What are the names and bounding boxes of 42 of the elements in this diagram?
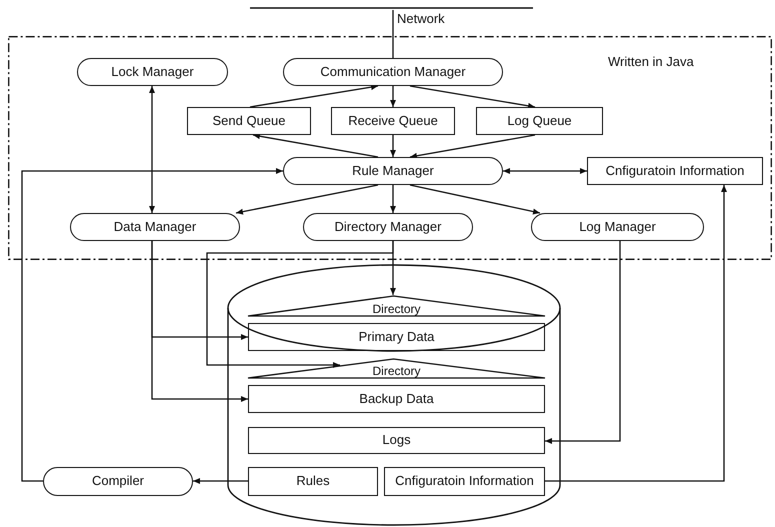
arrow	[390, 86, 396, 107]
storage-box: Rules	[248, 467, 378, 496]
arrow	[410, 85, 536, 109]
arrow	[390, 135, 396, 157]
arrow	[21, 168, 283, 482]
arrow	[503, 168, 587, 174]
arrow	[151, 241, 248, 402]
arrow	[250, 84, 378, 108]
rounded-process-box: Data Manager	[70, 213, 240, 241]
arrow	[410, 184, 540, 214]
database-cylinder	[227, 264, 561, 526]
process-box: Receive Queue	[331, 107, 455, 135]
rounded-process-box: Lock Manager	[77, 58, 228, 86]
arrow	[149, 86, 155, 213]
process-box: Log Queue	[476, 107, 603, 135]
rounded-process-box: Compiler	[43, 467, 193, 496]
arrow	[252, 133, 378, 158]
directory-label: Directory	[371, 302, 422, 316]
arrow	[236, 184, 378, 215]
arrow	[410, 134, 536, 159]
rounded-process-box: Communication Manager	[283, 58, 503, 86]
network-bus-line	[250, 6, 533, 10]
storage-box: Cnfiguratoin Information	[384, 467, 545, 496]
arrow	[390, 185, 396, 213]
arrow	[206, 241, 394, 368]
process-box: Send Queue	[187, 107, 311, 135]
rounded-process-box: Rule Manager	[283, 157, 503, 185]
network-label: Network	[397, 11, 445, 26]
rounded-process-box: Log Manager	[531, 213, 704, 241]
arrow	[193, 478, 248, 484]
rounded-process-box: Directory Manager	[303, 213, 473, 241]
storage-box: Logs	[248, 427, 545, 454]
directory-label: Directory	[371, 364, 422, 378]
directory-shape	[248, 295, 545, 317]
arrow	[545, 185, 727, 482]
storage-box: Backup Data	[248, 385, 545, 413]
dashed-boundary	[8, 36, 772, 260]
directory-shape	[248, 358, 545, 379]
arrow	[545, 241, 621, 444]
storage-box: Primary Data	[248, 323, 545, 351]
process-box: Cnfiguratoin Information	[587, 157, 763, 185]
region-label: Written in Java	[608, 55, 694, 70]
